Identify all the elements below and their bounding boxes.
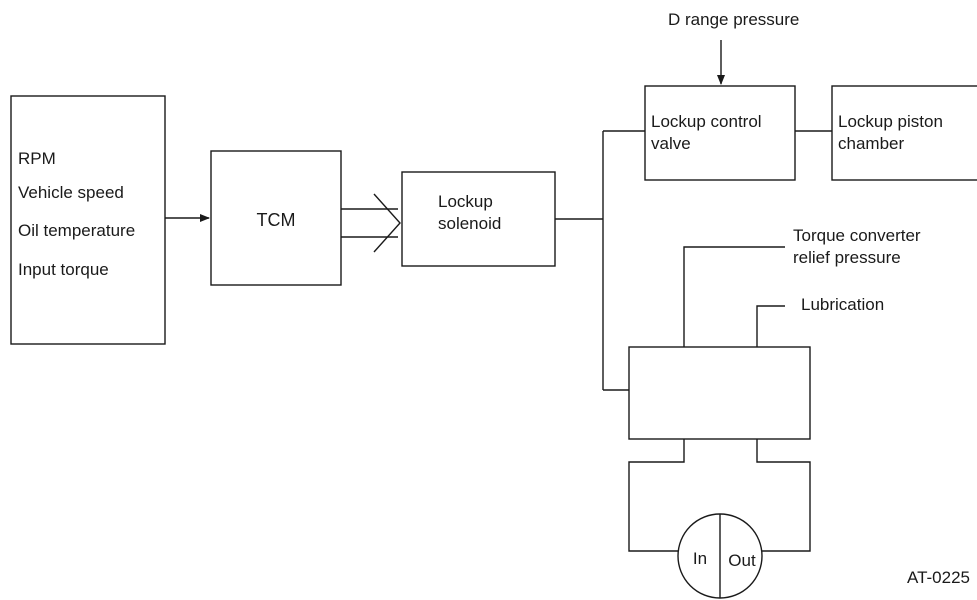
relief-pressure-label-line2: relief pressure xyxy=(793,248,901,267)
control-valve-label-line2: valve xyxy=(651,134,691,153)
solenoid-label-line2: solenoid xyxy=(438,214,501,233)
relief-pressure-label-line1: Torque converter xyxy=(793,226,921,245)
lubrication-label: Lubrication xyxy=(801,295,884,314)
lubrication-line xyxy=(756,305,785,347)
d-range-pressure-label: D range pressure xyxy=(668,10,799,29)
input-vehicle-speed-label: Vehicle speed xyxy=(18,183,124,202)
control-valve-label-line1: Lockup control xyxy=(651,112,762,131)
cooler-out-label: Out xyxy=(728,551,756,570)
figure-code-label: AT-0225 xyxy=(907,568,970,587)
lockup-control-valve-block: Lockup control valve xyxy=(644,85,796,181)
input-oil-temperature-label: Oil temperature xyxy=(18,221,135,240)
relief-pressure-line xyxy=(683,246,785,347)
tcm-block: TCM xyxy=(210,150,342,286)
solenoid-label-line1: Lockup xyxy=(438,192,493,211)
piston-label-line2: chamber xyxy=(838,134,904,153)
input-torque-label: Input torque xyxy=(18,260,109,279)
piston-label-line1: Lockup piston xyxy=(838,112,943,131)
input-signals-block: RPM Vehicle speed Oil temperature Input … xyxy=(10,95,166,345)
solenoid-output-lines xyxy=(555,130,645,391)
oil-cooler-symbol: In Out xyxy=(677,513,763,599)
tcm-label: TCM xyxy=(257,210,296,230)
cooler-circuit-lines xyxy=(628,439,811,552)
lockup-piston-chamber-block: Lockup piston chamber xyxy=(831,85,977,181)
cooler-in-label: In xyxy=(693,549,707,568)
torque-converter-block xyxy=(628,346,811,440)
input-rpm-label: RPM xyxy=(18,149,56,168)
lockup-solenoid-block: Lockup solenoid xyxy=(401,171,556,267)
tcm-to-solenoid-double-arrow xyxy=(341,193,401,253)
